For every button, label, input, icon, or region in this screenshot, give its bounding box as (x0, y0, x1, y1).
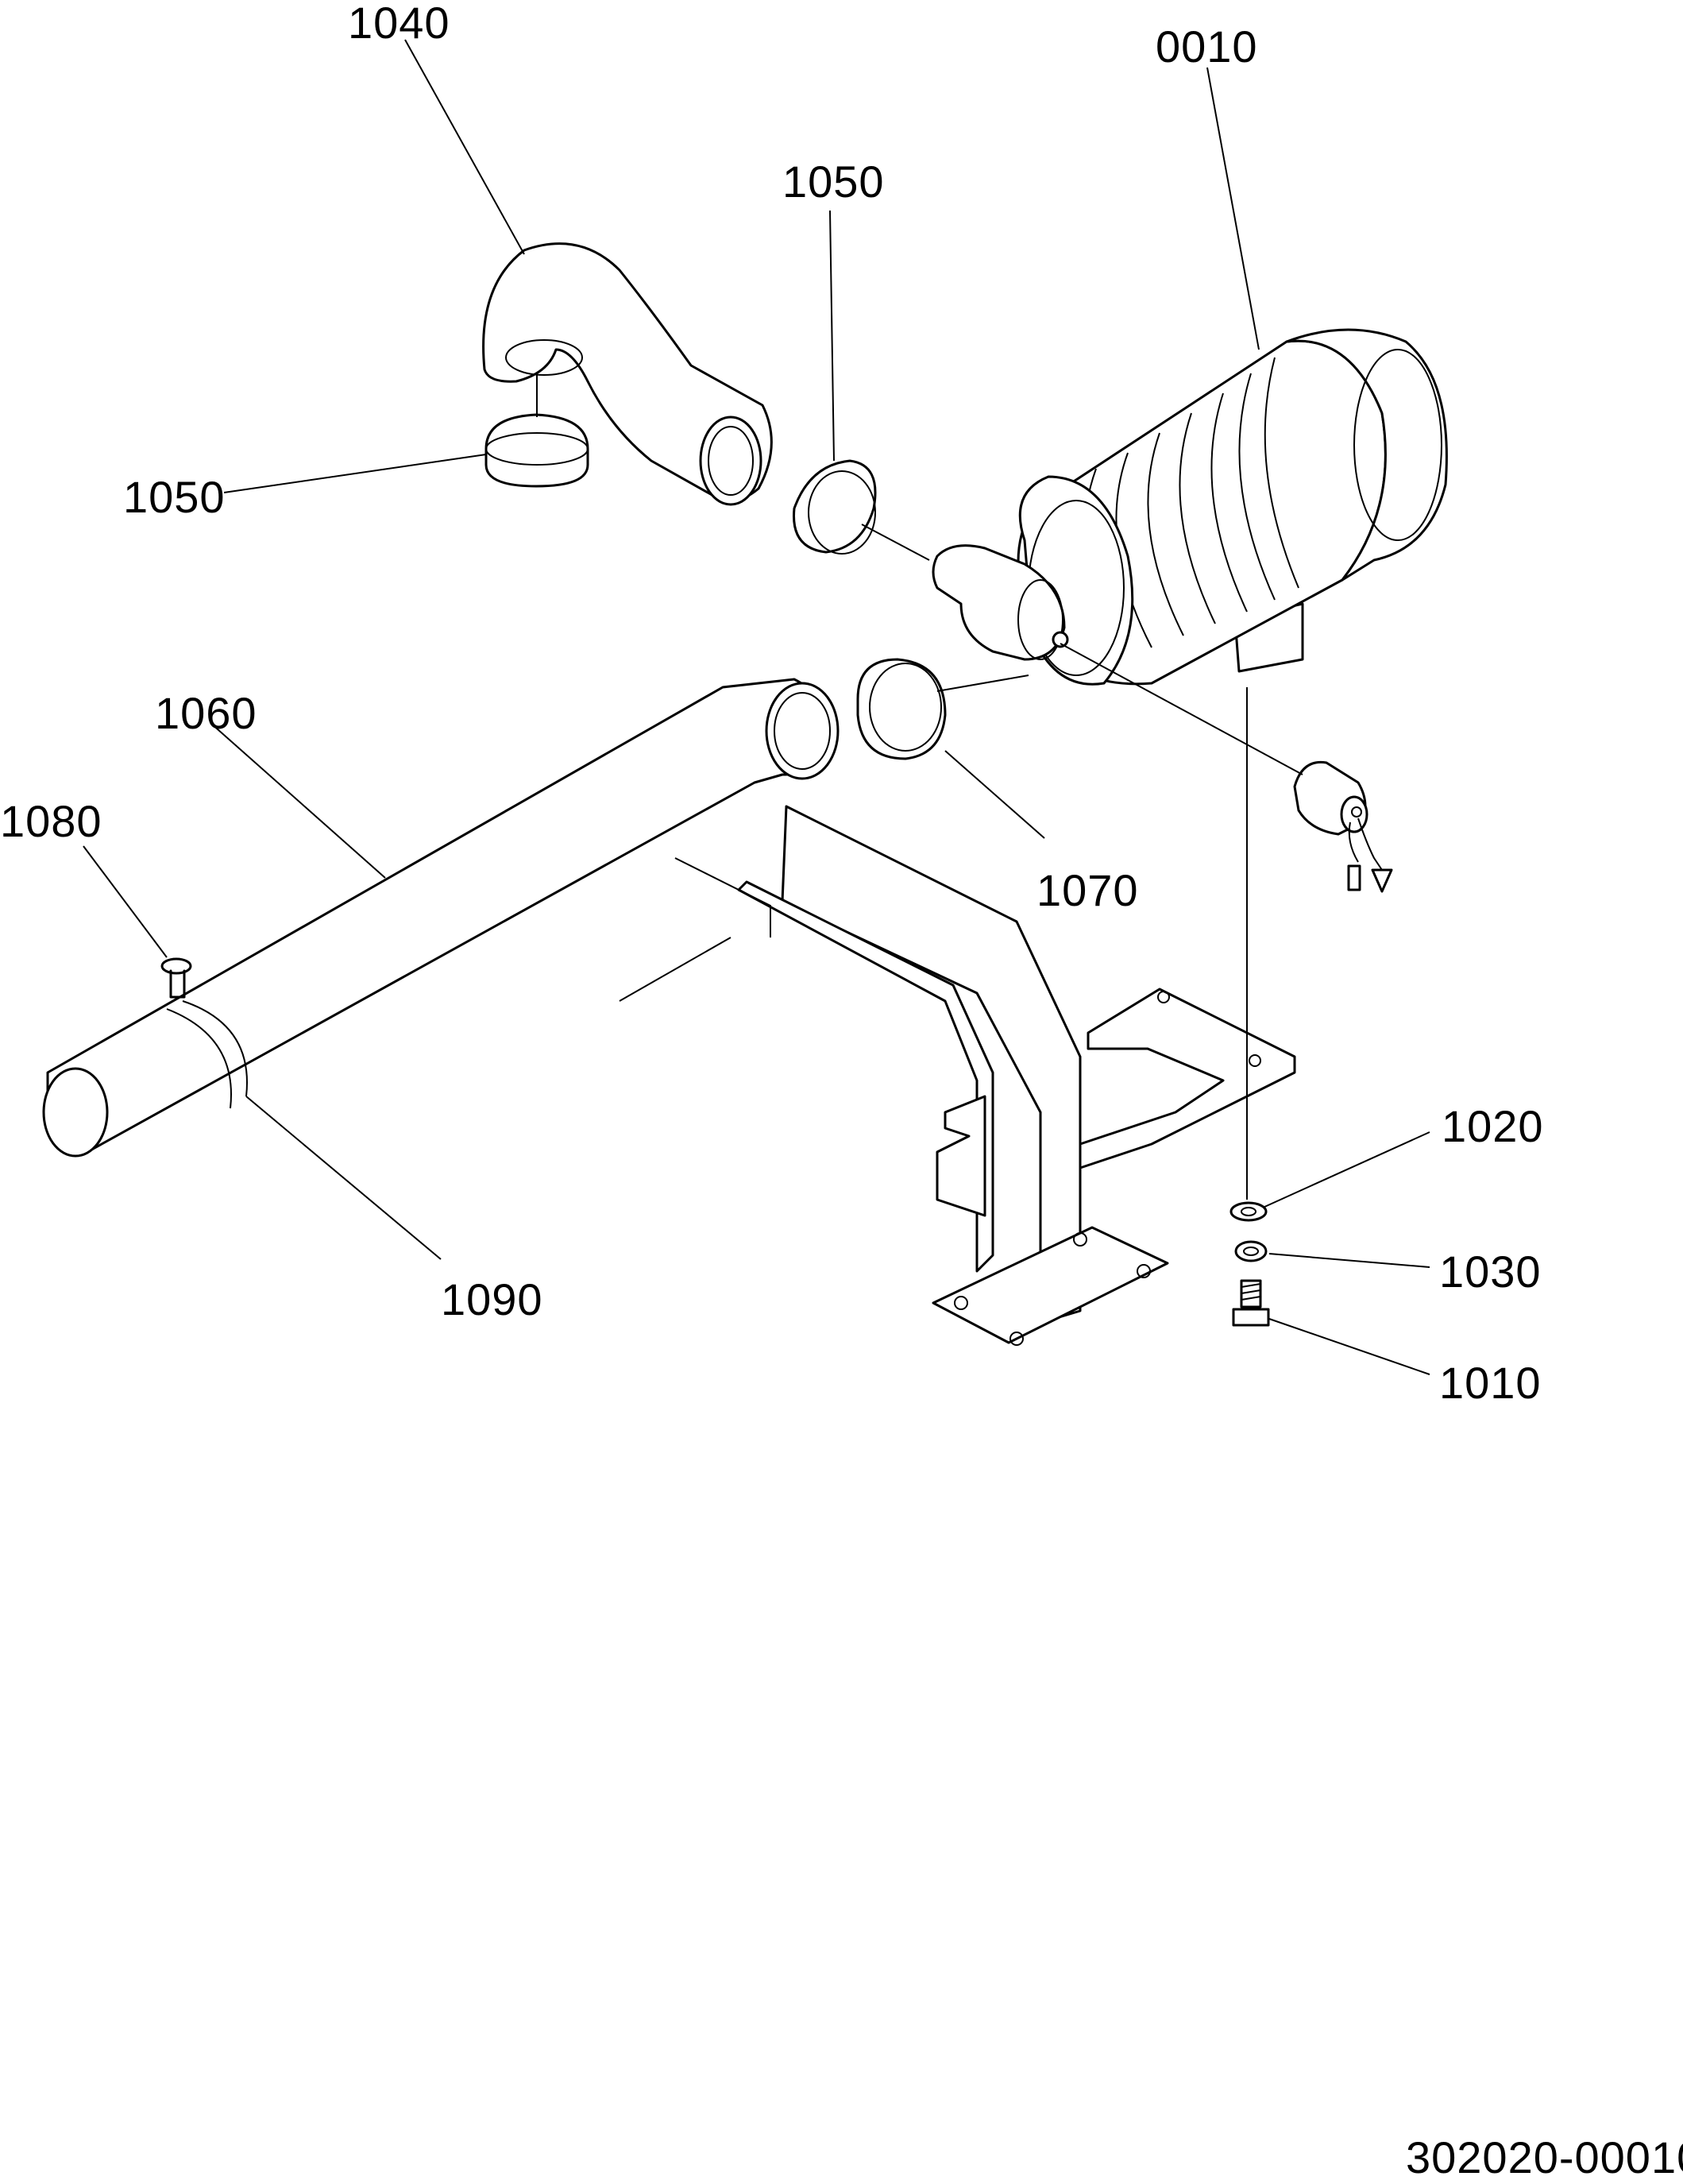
label-1080: 1080 (0, 796, 102, 846)
label-1030: 1030 (1439, 1247, 1542, 1297)
label-1090: 1090 (441, 1274, 543, 1324)
screw-1080 (160, 957, 192, 999)
cap-1050-right (793, 459, 877, 555)
hose-1040 (482, 242, 773, 506)
pipe-1060 (42, 678, 840, 1158)
spring-washer-1030 (1234, 1240, 1268, 1262)
restriction-indicator (1293, 760, 1393, 893)
label-1020: 1020 (1442, 1101, 1544, 1151)
cap-1050-left (484, 413, 589, 488)
label-1050-left: 1050 (123, 472, 226, 522)
label-1060: 1060 (155, 688, 257, 738)
label-1050-top: 1050 (782, 157, 885, 207)
bracket (619, 805, 1296, 1346)
label-1040: 1040 (348, 0, 450, 48)
label-1070: 1070 (1036, 865, 1139, 915)
label-0010: 0010 (1156, 21, 1258, 72)
leader-lines (83, 39, 1430, 1375)
drawing-number: 302020-00010 (1406, 2132, 1683, 2182)
air-cleaner-0010 (932, 328, 1448, 686)
cap-1070 (856, 658, 947, 760)
label-1010: 1010 (1439, 1358, 1542, 1408)
washer-1020 (1229, 1201, 1268, 1222)
bolt-1010 (1232, 1279, 1270, 1327)
